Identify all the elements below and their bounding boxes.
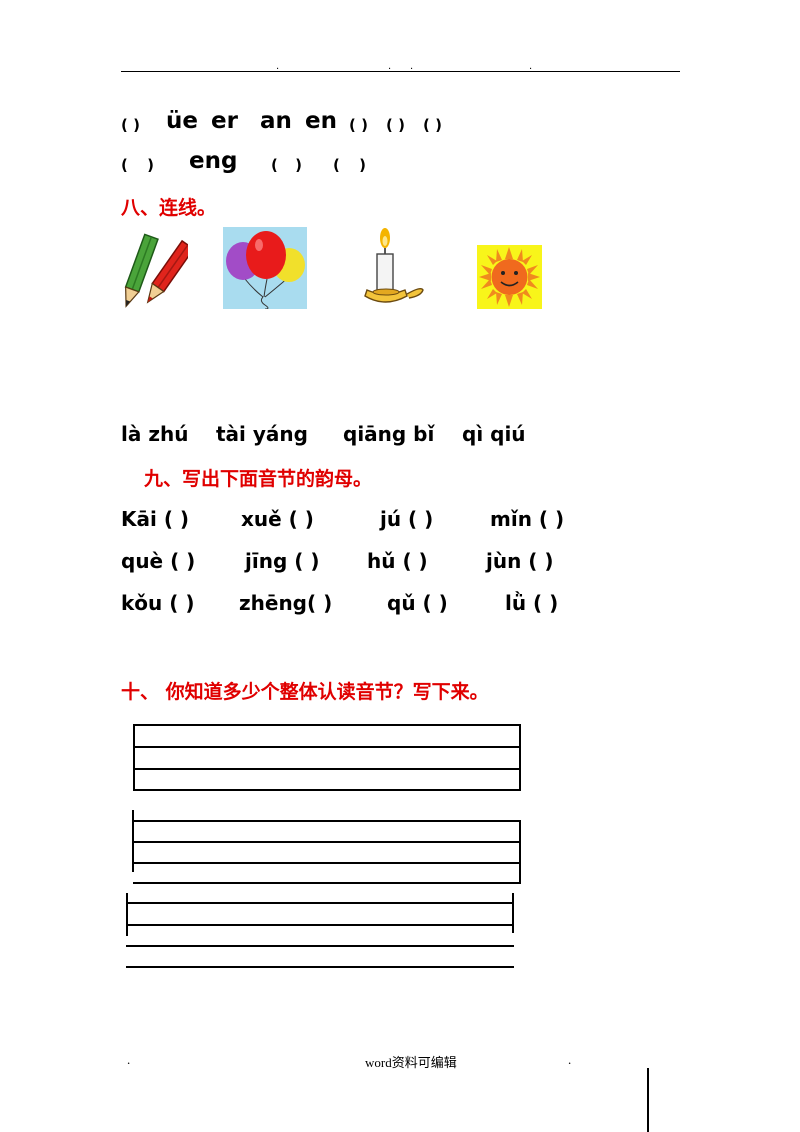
vowel-er: er (211, 108, 238, 134)
section-8-title: 八、连线。 (121, 197, 217, 219)
pinyin-blank: jīng ( ) (245, 549, 320, 573)
blank-paren: ( ) (386, 116, 405, 134)
pinyin-word: tài yáng (216, 422, 308, 446)
header-dot: . (276, 61, 280, 72)
pinyin-blank: què ( ) (121, 549, 196, 573)
section-10-title: 十、 你知道多少个整体认读音节？写下来。 (121, 681, 489, 703)
vowel-ue: üe (166, 108, 198, 134)
section-9-title: 九、写出下面音节的韵母。 (144, 468, 373, 490)
blank-paren: ( ) (423, 116, 442, 134)
pinyin-blank: jú ( ) (380, 507, 434, 531)
header-dot: . (410, 61, 414, 72)
page-edge-bar (647, 1068, 649, 1132)
blank-paren: ( ) (121, 156, 154, 174)
pinyin-blank: zhēng( ) (239, 591, 333, 615)
blank-paren: ( ) (271, 156, 302, 174)
balloons-picture (223, 227, 307, 309)
pinyin-blank: Kāi ( ) (121, 507, 190, 531)
footer-dot: . (127, 1052, 131, 1067)
candle-picture (364, 228, 424, 303)
blank-paren: ( ) (349, 116, 368, 134)
footer-dot: . (568, 1052, 572, 1067)
pinyin-blank: jùn ( ) (486, 549, 554, 573)
pinyin-blank: lǜ ( ) (505, 591, 559, 615)
pinyin-blank: mǐn ( ) (490, 507, 565, 531)
blank-paren: ( ) (121, 116, 140, 134)
vowel-en: en (305, 108, 337, 134)
pinyin-blank: qǔ ( ) (387, 591, 448, 615)
pinyin-blank: kǒu ( ) (121, 591, 195, 615)
vowel-an: an (260, 108, 292, 134)
header-dot: . (388, 61, 392, 72)
pinyin-blank: hǔ ( ) (367, 549, 428, 573)
pinyin-word: qì qiú (462, 422, 526, 446)
blank-paren: ( ) (333, 156, 366, 174)
footer-text: word资料可编辑 (365, 1055, 457, 1070)
pencils-picture (124, 233, 188, 308)
pinyin-word: là zhú (121, 422, 189, 446)
vowel-eng: eng (189, 148, 238, 174)
header-rule (121, 71, 680, 72)
pinyin-blank: xuě ( ) (241, 507, 314, 531)
sun-picture (477, 245, 542, 309)
pinyin-word: qiāng bǐ (343, 422, 435, 446)
header-dot: . (529, 61, 533, 72)
